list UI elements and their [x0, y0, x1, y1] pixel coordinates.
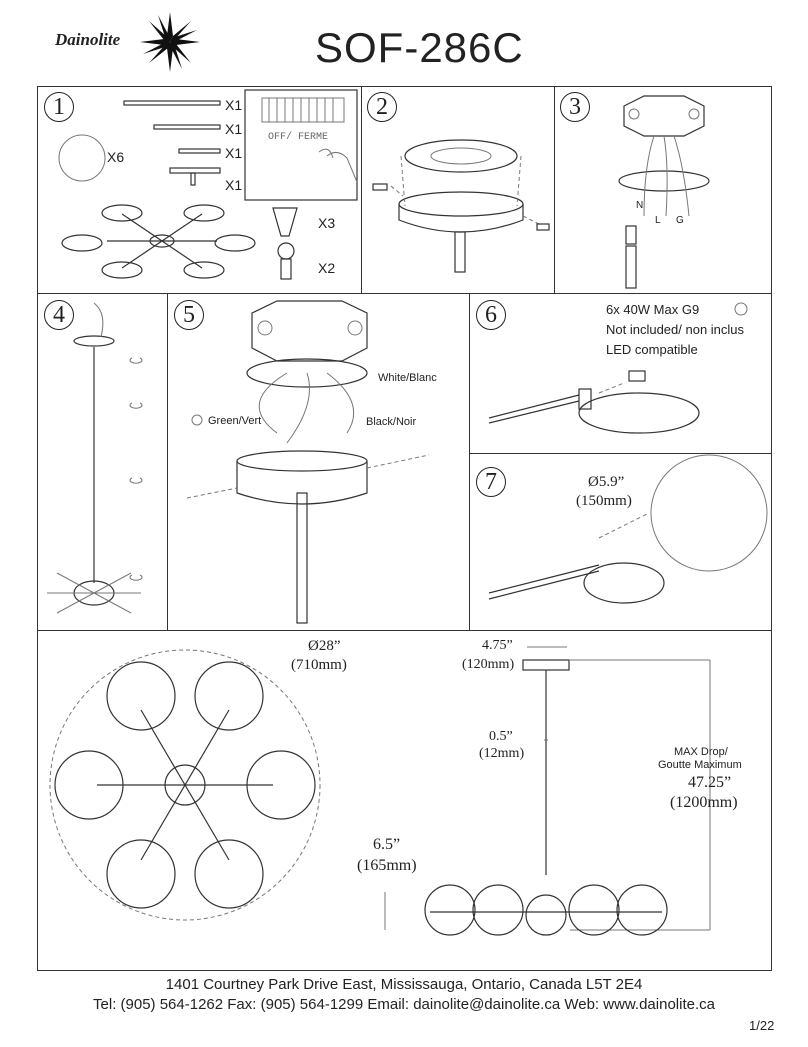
bulb-spec-line-2: Not included/ non inclus [606, 322, 745, 337]
canopy-illustration [372, 139, 550, 273]
overall-diameter-mm: (710mm) [291, 657, 347, 673]
qty-screws: X2 [318, 260, 336, 276]
green-wire-label: Green/Vert [208, 415, 262, 427]
side-view-illustration [384, 646, 711, 936]
bulb-illustration [488, 302, 748, 434]
rod-diameter-mm: (12mm) [479, 746, 525, 761]
step-number-3: 3 [560, 92, 590, 122]
qty-rod-mid: X1 [225, 121, 243, 137]
rod-assembly-illustration [47, 302, 143, 614]
step-number-1: 1 [44, 92, 74, 122]
wire-l-label: L [655, 215, 661, 226]
wire-g-label: G [676, 215, 684, 226]
model-title: SOF-286C [315, 24, 524, 71]
wire-n-label: N [636, 200, 644, 211]
step-number-2: 2 [367, 92, 397, 122]
max-drop-mm: (1200mm) [670, 794, 738, 811]
page-number: 1/22 [749, 1018, 775, 1033]
footer-address: 1401 Courtney Park Drive East, Mississau… [165, 976, 643, 993]
step-number-7: 7 [476, 467, 506, 497]
globe-diameter-in: Ø5.9” [588, 474, 625, 490]
footer-contact: Tel: (905) 564-1262 Fax: (905) 564-1299 … [93, 996, 715, 1013]
qty-globes: X6 [107, 149, 125, 165]
fixture-height-mm: (165mm) [357, 857, 417, 874]
qty-rod-short: X1 [225, 145, 243, 161]
step-number-4: 4 [44, 300, 74, 330]
overall-diameter-in: Ø28” [308, 638, 341, 654]
globe-diameter-mm: (150mm) [576, 493, 632, 509]
bulb-spec-line-1: 6x 40W Max G9 [606, 302, 700, 317]
junction-box-illustration [618, 95, 710, 289]
max-drop-label-2: Goutte Maximum [658, 759, 742, 771]
canopy-width-mm: (120mm) [462, 657, 515, 672]
step-number-5: 5 [174, 300, 204, 330]
step-number-6: 6 [476, 300, 506, 330]
max-drop-label-1: MAX Drop/ [674, 746, 728, 758]
switch-off-label: OFF/ FERME [268, 132, 329, 143]
starburst-logo-icon [140, 12, 200, 72]
parts-illustration [58, 89, 358, 280]
fixture-height-in: 6.5” [373, 836, 401, 853]
qty-hook: X1 [225, 177, 243, 193]
qty-wire-nuts: X3 [318, 215, 336, 231]
black-wire-label: Black/Noir [366, 416, 417, 428]
wiring-illustration [186, 300, 430, 624]
white-wire-label: White/Blanc [378, 372, 437, 384]
brand-logo-text: Dainolite [55, 30, 121, 49]
rod-diameter-in: 0.5” [489, 729, 513, 744]
dimensions-panel [37, 630, 772, 971]
globe-illustration [488, 454, 768, 604]
bulb-spec-line-3: LED compatible [606, 342, 698, 357]
top-view-illustration [49, 649, 321, 921]
max-drop-in: 47.25” [688, 774, 732, 791]
qty-rod-long: X1 [225, 97, 243, 113]
canopy-width-in: 4.75” [482, 638, 513, 653]
